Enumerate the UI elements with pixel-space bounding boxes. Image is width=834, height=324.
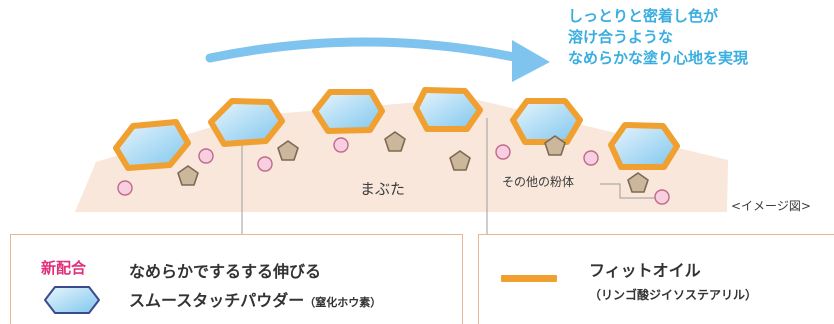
motion-arrow-head — [512, 40, 550, 82]
oil-name: フィットオイル — [589, 261, 701, 280]
powder-circle — [257, 156, 273, 172]
powder-circle — [117, 180, 133, 196]
headline-line-2: 溶け合うような — [568, 28, 674, 46]
motion-arrow — [205, 37, 533, 65]
powder-hex — [608, 122, 680, 170]
powder-hex — [413, 87, 483, 132]
powder-pentagon — [177, 165, 199, 186]
other-powders-pentagons — [177, 131, 649, 193]
powder-line-2: スムースタッチパウダー（窒化ホウ素） — [129, 286, 381, 317]
powder-hex — [208, 98, 285, 147]
new-formula-tag: 新配合 — [41, 259, 87, 277]
leader-line-other-powder — [600, 183, 655, 199]
powder-pentagon — [627, 172, 649, 193]
headline: しっとりと密着し色が 溶け合うような なめらかな塗り心地を実現 — [568, 6, 748, 69]
powder-sub: （窒化ホウ素） — [304, 296, 382, 309]
powder-hex — [510, 98, 583, 145]
powder-name: スムースタッチパウダー — [129, 291, 305, 310]
oil-description: フィットオイル （リンゴ酸ジイソステアリル） — [589, 259, 757, 307]
headline-line-1: しっとりと密着し色が — [568, 7, 719, 25]
headline-line-3: なめらかな塗り心地を実現 — [568, 49, 749, 67]
oil-sub: （リンゴ酸ジイソステアリル） — [589, 288, 758, 302]
smooth-touch-powders — [113, 87, 680, 171]
other-powders-circles — [117, 137, 670, 205]
other-powder-label: その他の粉体 — [502, 175, 575, 189]
oil-swatch-icon — [501, 275, 557, 282]
powder-circle — [495, 144, 511, 160]
powder-line-1: なめらかでするする伸びる — [129, 262, 322, 281]
legend-powder-box: 新配合 なめらかでするする伸びる スムースタッチパウダー（窒化ホウ素） — [10, 234, 463, 324]
image-note-label: <イメージ図> — [731, 199, 811, 213]
powder-pentagon — [384, 131, 406, 152]
powder-hex — [312, 89, 385, 134]
legend-oil-box: フィットオイル （リンゴ酸ジイソステアリル） — [478, 234, 834, 324]
powder-pentagon — [449, 150, 471, 171]
powder-circle — [583, 150, 599, 166]
powder-circle — [333, 137, 349, 153]
powder-hex — [113, 119, 191, 171]
powder-circle — [654, 189, 670, 205]
hexagon-powder-icon — [44, 286, 100, 314]
powder-pentagon — [544, 135, 566, 156]
eyelid-label: まぶた — [360, 180, 406, 198]
powder-pentagon — [277, 140, 299, 161]
powder-description: なめらかでするする伸びる スムースタッチパウダー（窒化ホウ素） — [129, 257, 381, 317]
powder-circle — [198, 148, 214, 164]
